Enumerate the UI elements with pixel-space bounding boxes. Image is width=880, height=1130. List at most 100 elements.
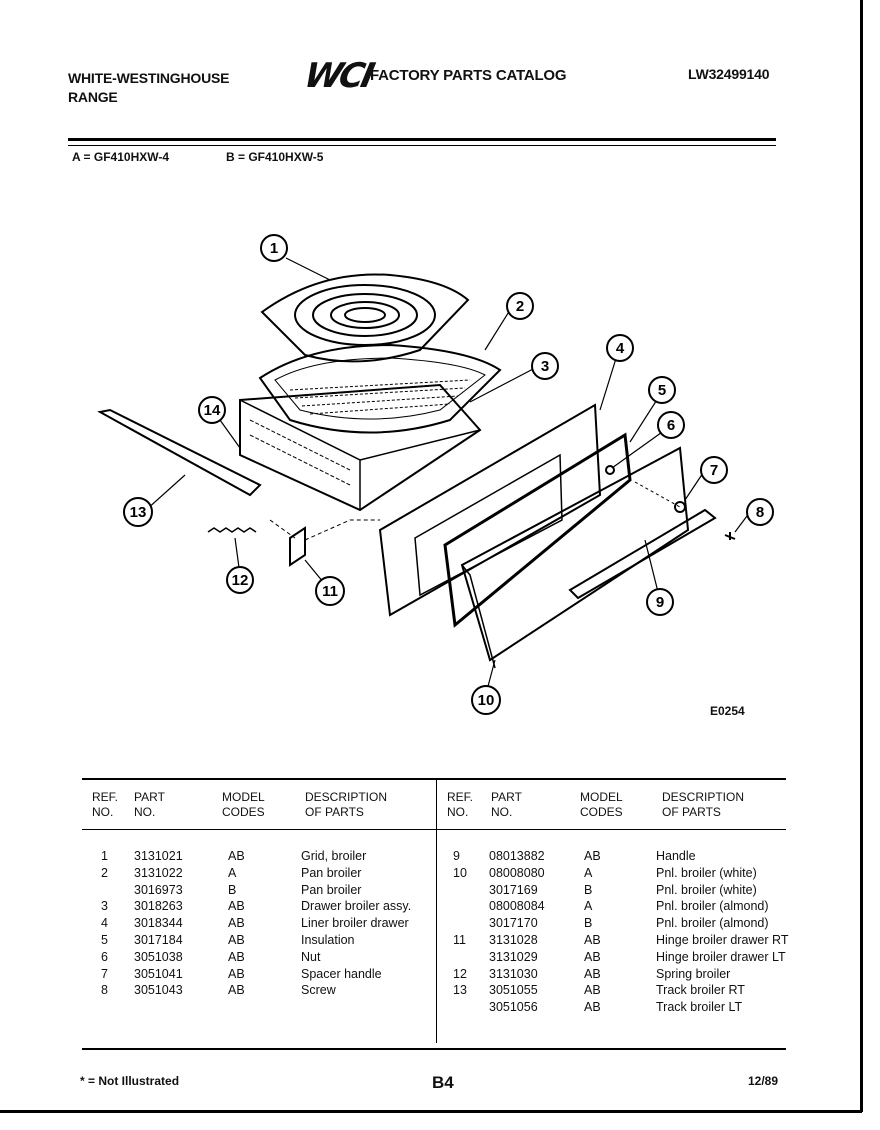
track-broiler-drawing: [97, 408, 262, 497]
callout-2: 2: [506, 292, 534, 320]
brand-name: WHITE-WESTINGHOUSE: [68, 70, 230, 86]
left-row-5-ref: 5: [101, 933, 108, 947]
left-row-5-model: AB: [228, 933, 245, 947]
left-row-8-model: AB: [228, 983, 245, 998]
callout-7: 7: [700, 456, 728, 484]
right-row-4-model: B: [584, 916, 593, 931]
nut-drawing: [605, 465, 615, 475]
right-row-5-ref: 11: [453, 933, 466, 947]
right-row-8-desc: Track broiler RT: [656, 983, 745, 998]
right-row-8-model: AB: [584, 983, 601, 998]
right-row-4-desc: Pnl. broiler (almond): [656, 916, 769, 931]
product-type: RANGE: [68, 89, 118, 105]
svg-text:1: 1: [270, 240, 278, 257]
left-row-3-desc: Drawer broiler assy.: [301, 899, 412, 914]
model-a-label: A = GF410HXW-4: [72, 150, 170, 164]
svg-text:3: 3: [541, 358, 549, 375]
callout-8: 8: [746, 498, 774, 526]
header-part-left: PART NO.: [134, 790, 165, 819]
table-rule-bottom: [82, 1048, 786, 1050]
revision-date: 12/89: [748, 1074, 779, 1088]
right-row-9-desc: Track broiler LT: [656, 1000, 743, 1015]
left-row-5-part: 3017184: [134, 933, 183, 947]
left-row-1-model: A: [228, 865, 237, 880]
spring-broiler-drawing: [207, 527, 257, 533]
svg-text:12: 12: [232, 572, 249, 589]
left-row-8-part: 3051043: [134, 983, 183, 998]
callout-12: 12: [226, 566, 254, 594]
svg-text:8: 8: [756, 504, 764, 521]
right-row-8-ref: 13: [453, 983, 467, 998]
left-row-7-part: 3051041: [134, 966, 183, 981]
svg-text:5: 5: [658, 382, 666, 399]
right-row-3-desc: Pnl. broiler (almond): [656, 899, 769, 914]
header-model-left: MODEL CODES: [222, 790, 265, 819]
right-row-8-part: 3051055: [489, 983, 538, 998]
right-row-7-desc: Spring broiler: [656, 966, 731, 981]
left-row-5-desc: Insulation: [301, 933, 355, 947]
header-ref-left: REF. NO.: [92, 790, 119, 819]
svg-text:10: 10: [478, 692, 495, 709]
page-border-right: [860, 0, 863, 1112]
svg-text:2: 2: [516, 298, 524, 315]
callout-5: 5: [648, 376, 676, 404]
catalog-number: LW32499140: [688, 66, 770, 82]
hinge-drawing: [289, 526, 306, 567]
callout-6: 6: [657, 411, 685, 439]
callout-3: 3: [531, 352, 559, 380]
right-row-1-part: 08008080: [489, 865, 545, 880]
exploded-parts-diagram: 1 2 3 4 5 6 7 8 9 10 11 12 13 14: [97, 234, 774, 715]
callout-14: 14: [198, 396, 226, 424]
page-border-bottom: [0, 1110, 862, 1113]
left-row-6-part: 3051038: [134, 949, 183, 964]
right-row-7-model: AB: [584, 966, 601, 981]
callout-9: 9: [646, 588, 674, 616]
left-row-2-model: B: [228, 882, 237, 897]
callout-10: 10: [471, 685, 501, 715]
right-row-6-desc: Hinge broiler drawer LT: [656, 949, 786, 964]
callout-13: 13: [123, 497, 153, 527]
left-row-3-part: 3018263: [134, 899, 183, 914]
callout-1: 1: [260, 234, 288, 262]
screw-drawing: [724, 532, 736, 540]
right-row-5-model: AB: [584, 933, 601, 947]
table-rule-header: [82, 829, 786, 830]
diagram-id: E0254: [710, 704, 745, 718]
svg-text:7: 7: [710, 462, 718, 479]
right-row-3-model: A: [584, 899, 593, 914]
liner-drawing: [378, 403, 602, 617]
left-row-0-model: AB: [228, 849, 245, 863]
left-row-3-model: AB: [228, 899, 245, 914]
left-row-7-desc: Spacer handle: [301, 966, 382, 981]
left-row-7-model: AB: [228, 966, 245, 981]
page-number: B4: [432, 1073, 454, 1092]
left-row-1-part: 3131022: [134, 865, 183, 880]
callout-4: 4: [606, 334, 634, 362]
left-row-2-part: 3016973: [134, 882, 183, 897]
right-row-3-part: 08008084: [489, 899, 545, 914]
broiler-panel-drawing: [460, 446, 690, 662]
right-row-9-model: AB: [584, 1000, 601, 1015]
header-part-right: PART NO.: [491, 790, 522, 819]
catalog-title: FACTORY PARTS CATALOG: [370, 67, 567, 84]
right-row-7-part: 3131030: [489, 966, 538, 981]
model-b-label: B = GF410HXW-5: [226, 150, 324, 164]
header-rule-top: [68, 138, 776, 141]
left-row-4-desc: Liner broiler drawer: [301, 916, 409, 931]
left-row-0-part: 3131021: [134, 849, 183, 863]
right-row-9-part: 3051056: [489, 1000, 538, 1015]
right-row-0-part: 08013882: [489, 849, 545, 863]
spacer-drawing: [674, 501, 686, 513]
left-row-4-ref: 4: [101, 916, 108, 931]
drawer-broiler-assembly-drawing: [239, 383, 482, 512]
right-row-0-model: AB: [584, 849, 601, 863]
left-row-0-ref: 1: [101, 849, 108, 863]
left-row-2-desc: Pan broiler: [301, 882, 362, 897]
table-divider: [436, 778, 437, 1043]
left-row-8-ref: 8: [101, 983, 108, 998]
right-row-7-ref: 12: [453, 966, 467, 981]
header-model-right: MODEL CODES: [580, 790, 623, 819]
left-row-4-part: 3018344: [134, 916, 183, 931]
right-row-0-ref: 9: [453, 849, 460, 863]
insulation-drawing: [443, 432, 632, 628]
